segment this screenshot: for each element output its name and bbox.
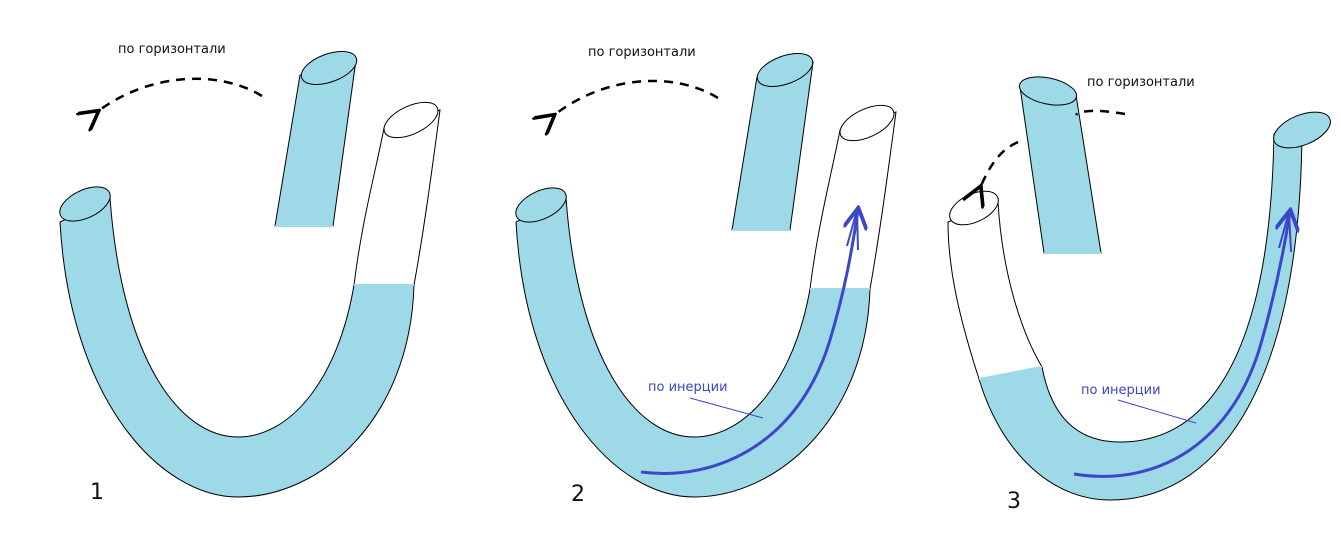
- u-tube-empty-leg: [353, 109, 441, 286]
- panel-number: 3: [1007, 489, 1021, 514]
- raised-tube-opening: [756, 53, 814, 87]
- inertia-label: по инерции: [648, 380, 728, 395]
- rotation-label: по горизонтали: [118, 42, 226, 57]
- tube-opening-right: [1273, 111, 1331, 149]
- inertia-arrow: [640, 210, 858, 475]
- raised-tube-opening: [1019, 76, 1077, 106]
- rotation-arrow: [1074, 109, 1126, 116]
- panel-1: по горизонтали 1: [59, 42, 441, 505]
- rotation-arrow: [97, 77, 263, 112]
- tube-opening-left: [59, 186, 111, 222]
- rotation-label: по горизонтали: [588, 45, 696, 60]
- panel-number: 1: [90, 480, 104, 505]
- panel-2: по горизонтали по инерции 2: [515, 45, 897, 507]
- tube-opening-right: [383, 101, 439, 139]
- u-tube-empty-leg: [809, 111, 897, 290]
- inertia-label-leader: [689, 397, 764, 419]
- raised-tube: [731, 61, 814, 231]
- inertia-label: по инерции: [1081, 383, 1161, 398]
- tube-opening-right: [839, 104, 895, 142]
- u-tube-empty-leg: [947, 201, 1043, 380]
- u-tube-liquid: [978, 131, 1303, 501]
- rotation-label: по горизонтали: [1087, 75, 1195, 90]
- panel-3: по горизонтали по инерции 3: [947, 75, 1331, 514]
- rotation-arrow: [553, 79, 719, 116]
- inertia-label-leader: [1117, 399, 1197, 424]
- tube-opening-left: [515, 187, 567, 223]
- u-tube-liquid: [515, 197, 871, 498]
- panel-number: 2: [571, 482, 585, 507]
- u-tube-liquid: [59, 197, 415, 498]
- raised-tube-opening: [300, 51, 358, 85]
- inertia-arrow: [1073, 212, 1290, 478]
